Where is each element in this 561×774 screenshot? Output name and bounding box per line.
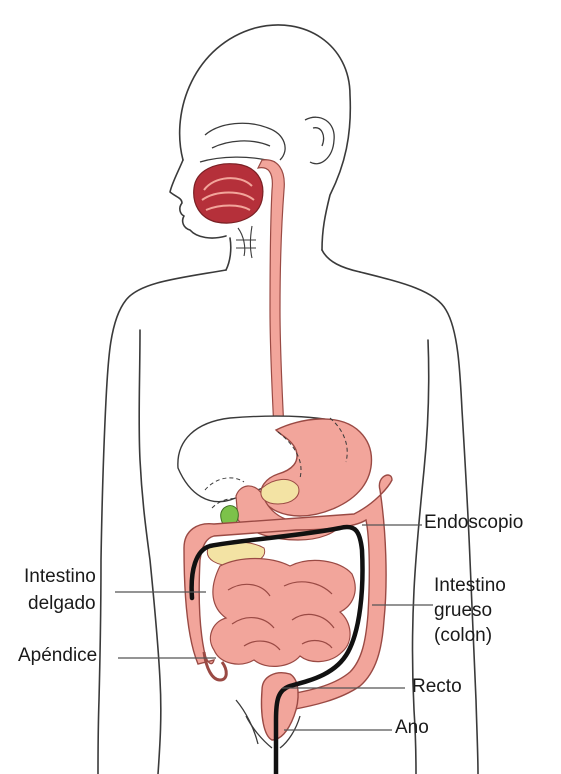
larynx <box>236 226 256 258</box>
label-small-intestine-line2: delgado <box>28 593 96 615</box>
label-large-intestine-line2: grueso <box>434 600 492 622</box>
mouth-tongue <box>194 164 263 223</box>
label-small-intestine-line1: Intestino <box>24 566 96 588</box>
ear <box>305 117 334 164</box>
label-large-intestine-line3: (colon) <box>434 625 492 647</box>
label-endoscope: Endoscopio <box>424 512 523 534</box>
label-large-intestine-line1: Intestino <box>434 575 506 597</box>
label-anus: Ano <box>395 717 429 739</box>
nasal-cavity <box>200 123 285 162</box>
label-rectum: Recto <box>412 676 462 698</box>
label-appendix: Apéndice <box>18 645 97 667</box>
small-intestine <box>210 559 355 667</box>
